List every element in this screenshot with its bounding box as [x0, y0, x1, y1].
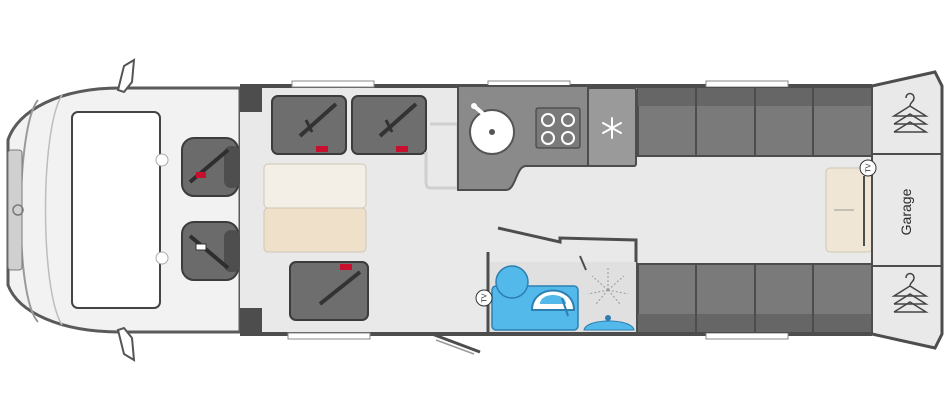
habitation-door: [431, 332, 481, 355]
swivel-seat-outline: [424, 122, 460, 190]
coat-hanger-icon: [891, 92, 929, 133]
tv-badge-icon: TV: [475, 289, 493, 307]
tv-label: TV: [866, 163, 873, 172]
mirror-left: [116, 58, 136, 94]
tv-badge-icon: TV: [859, 159, 877, 177]
kitchen-unit: [457, 85, 589, 191]
mirror-right: [116, 326, 136, 362]
dinette-table: [263, 163, 367, 253]
cab: [6, 58, 242, 362]
cab-seat-passenger: [181, 221, 240, 281]
rear-table: [825, 167, 873, 253]
dashboard: [71, 111, 161, 309]
garage-area: Garage: [871, 86, 942, 334]
fridge: [587, 87, 637, 167]
seatbelt-icon: [340, 264, 352, 270]
coat-hanger-icon: [891, 272, 929, 313]
cab-seat-driver: [181, 137, 240, 197]
dinette-seat-front-left: [271, 95, 347, 155]
seatbelt-icon: [196, 172, 206, 178]
rear-lounge-nearside: [637, 263, 873, 333]
sink-icon: [469, 103, 515, 155]
dinette-seat-front-right: [351, 95, 427, 155]
snowflake-icon: [602, 117, 622, 139]
seatbelt-icon: [396, 146, 408, 152]
garage-label: Garage: [898, 188, 914, 235]
hob-icon: [535, 107, 581, 149]
shower-icon: [583, 268, 635, 331]
seatbelt-icon: [316, 146, 328, 152]
tv-label: TV: [482, 293, 489, 302]
rear-lounge-offside: [637, 87, 873, 157]
dinette-seat-rear: [289, 261, 369, 321]
washbasin-icon: [530, 289, 576, 317]
